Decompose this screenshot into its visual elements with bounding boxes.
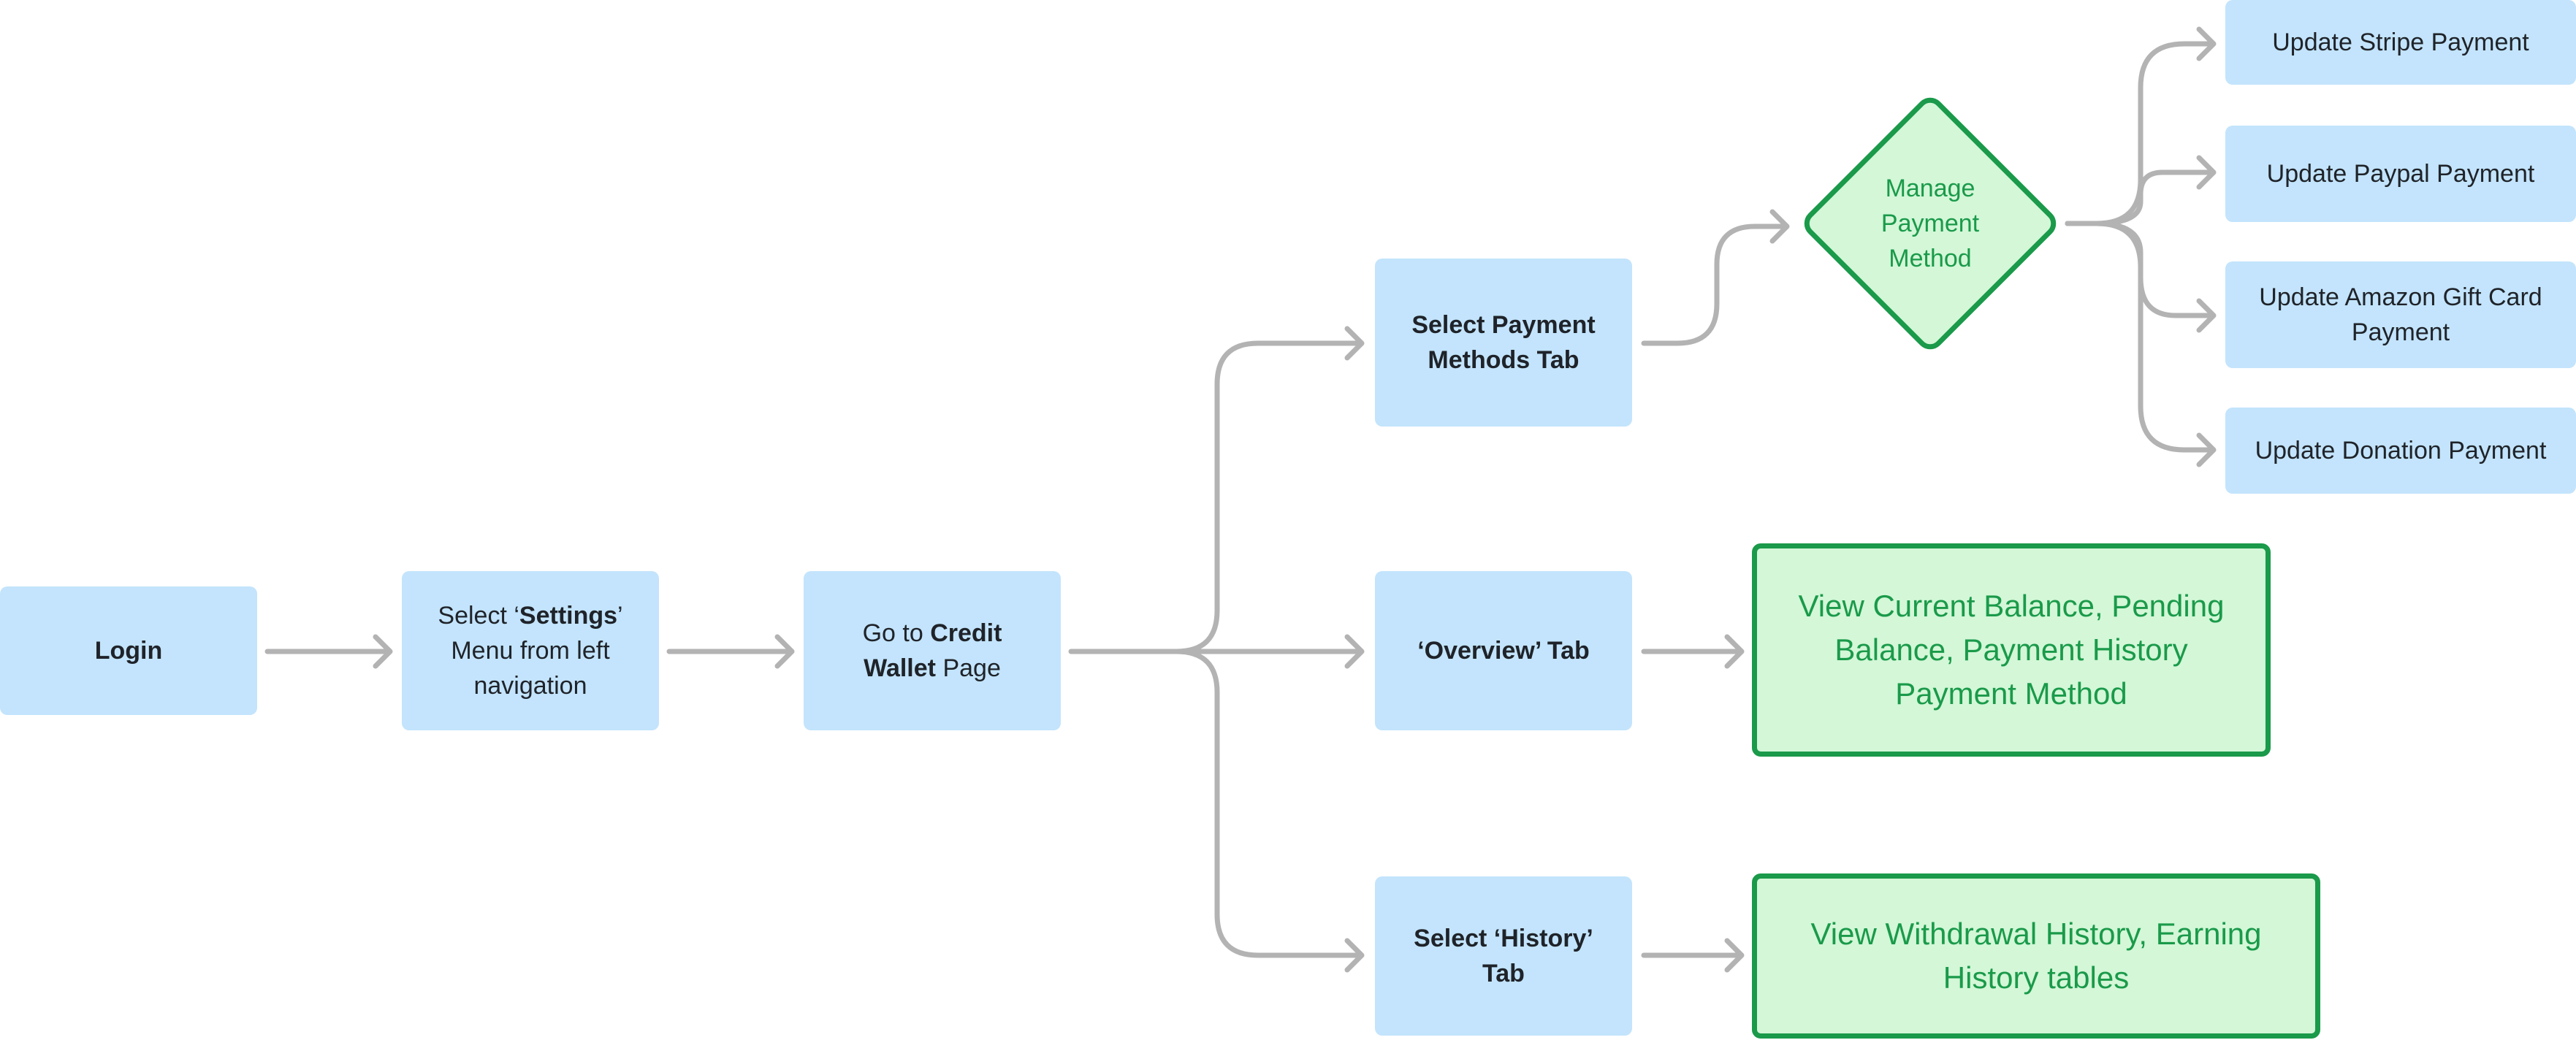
arrow-settings-to-wallet: [666, 634, 795, 669]
history-result-box: View Withdrawal History, Earning History…: [1752, 873, 2320, 1039]
manage-payment-diamond: [1804, 97, 2057, 350]
credit-wallet-step: Go to Credit Wallet Page: [804, 571, 1061, 730]
select-history-tab-step: Select ‘History’ Tab: [1375, 876, 1632, 1036]
update-stripe-payment-step: Update Stripe Payment: [2225, 0, 2576, 85]
arrow-wallet-to-overview: [1068, 634, 1365, 669]
overview-tab-step: ‘Overview’ Tab: [1375, 571, 1632, 730]
arrow-manage-to-donation: [2065, 221, 2217, 467]
login-step: Login: [0, 586, 257, 715]
overview-result-box: View Current Balance, Pending Balance, P…: [1752, 543, 2271, 757]
select-settings-step: Select ‘Settings’ Menu from left navigat…: [402, 571, 659, 730]
select-payment-methods-tab-step: Select Payment Methods Tab: [1375, 259, 1632, 427]
update-donation-payment-step: Update Donation Payment: [2225, 408, 2576, 494]
arrow-login-to-settings: [264, 634, 393, 669]
arrow-wallet-to-payment-tab: [1173, 326, 1365, 654]
arrow-history-to-result: [1641, 938, 1745, 973]
manage-payment-method-label: Manage Payment Method: [1880, 175, 1980, 272]
arrow-payment-tab-to-manage: [1641, 209, 1790, 346]
arrow-wallet-to-history-tab: [1173, 649, 1365, 973]
arrow-overview-to-result: [1641, 634, 1745, 669]
update-paypal-payment-step: Update Paypal Payment: [2225, 126, 2576, 222]
update-amazon-gift-card-payment-step: Update Amazon Gift Card Payment: [2225, 261, 2576, 368]
